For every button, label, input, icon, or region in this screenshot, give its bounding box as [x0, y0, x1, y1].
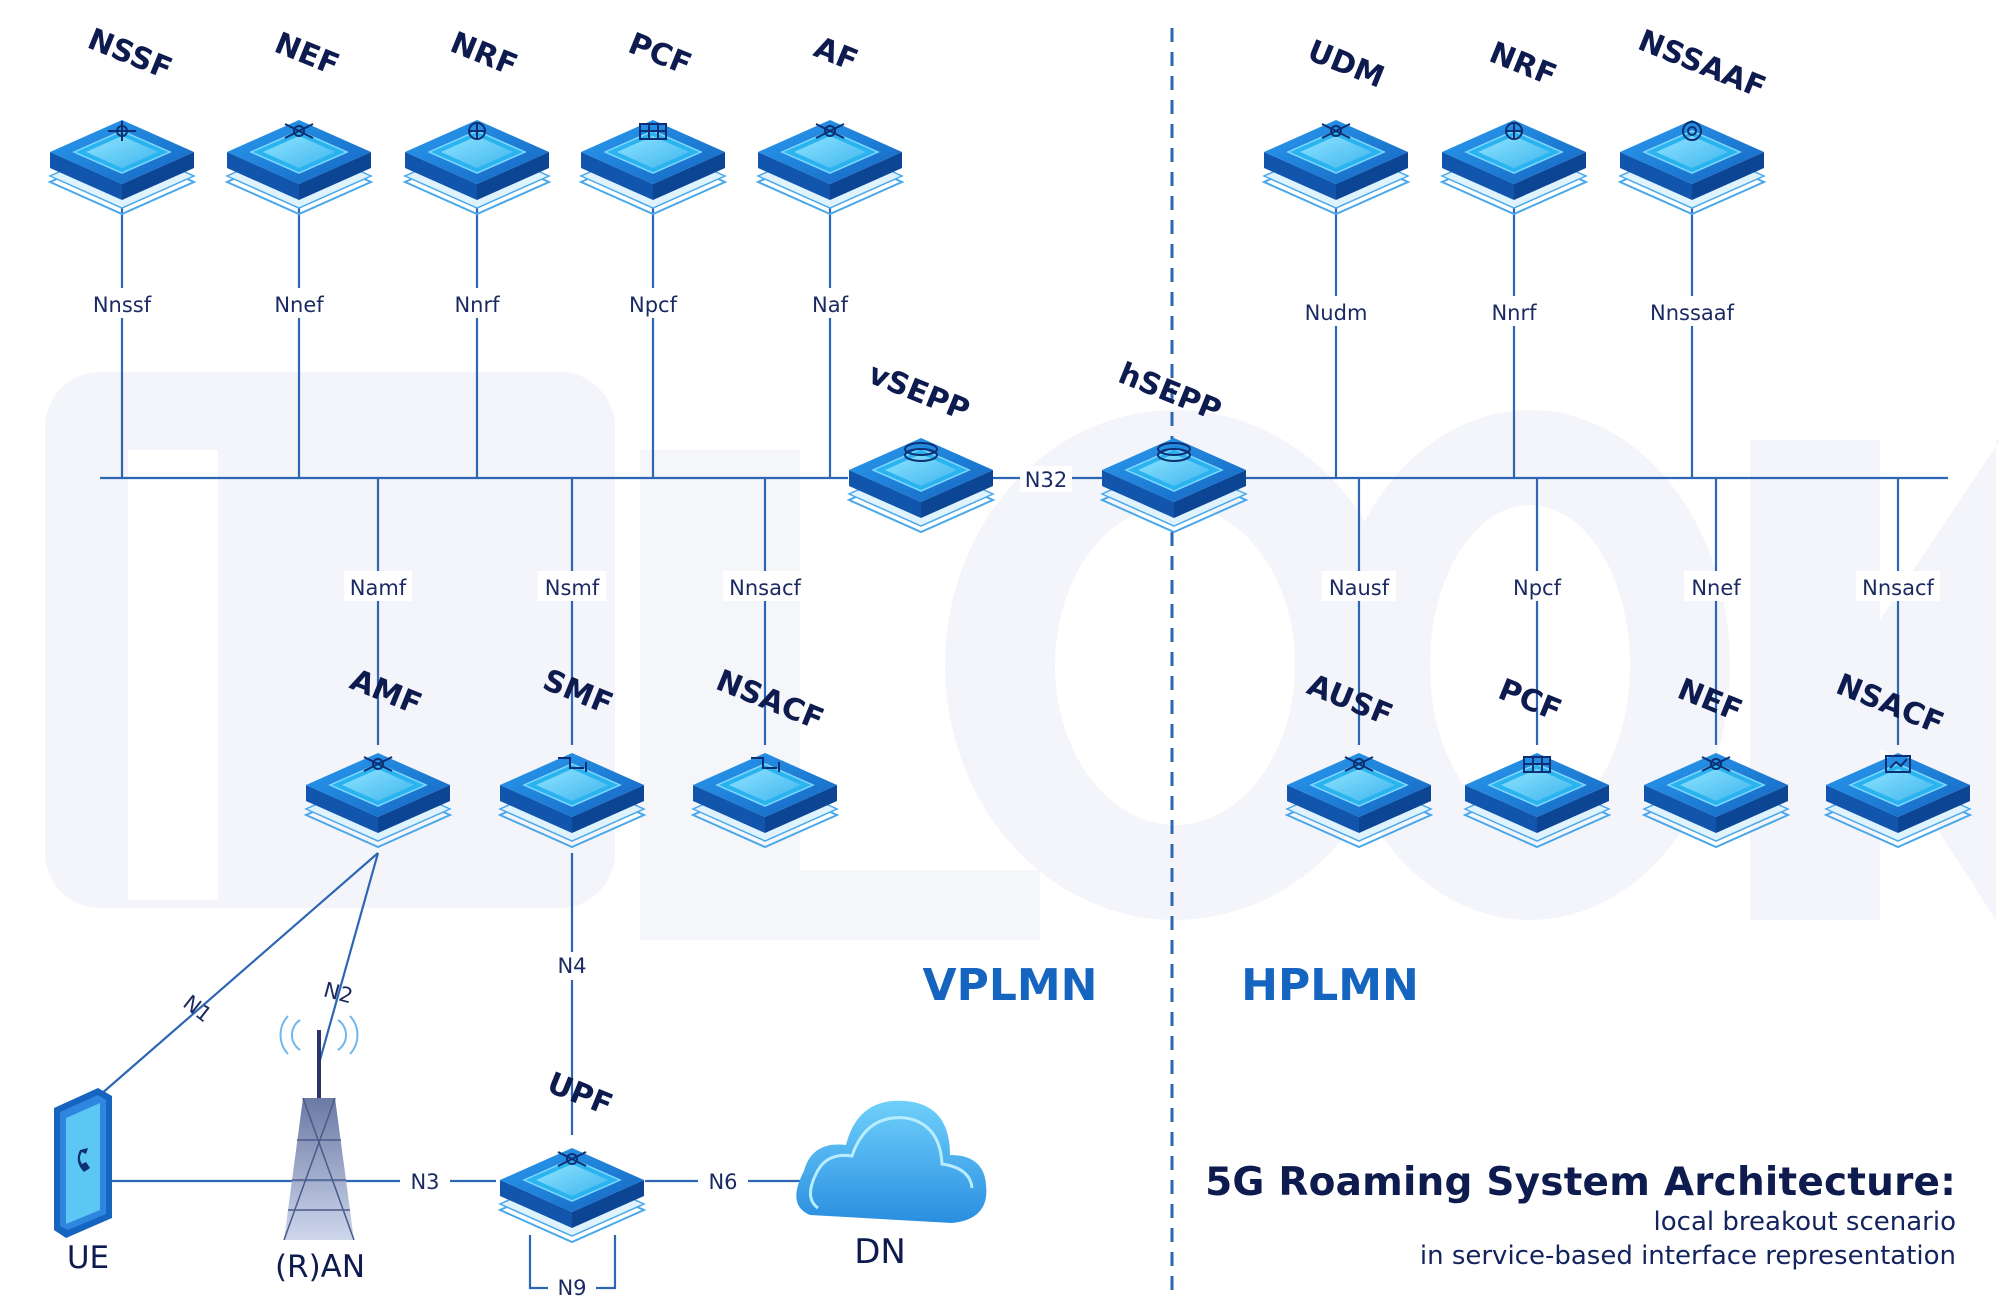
ran-tower-icon[interactable]	[279, 1015, 359, 1241]
globe-icon	[468, 122, 486, 140]
node-vsepp-label: vSEPP	[863, 356, 974, 428]
ue-phone-icon[interactable]	[54, 1088, 112, 1238]
vsepp-chip[interactable]	[848, 437, 994, 533]
interface-nnef-v: Nnef	[274, 293, 324, 317]
nodes-icon	[1344, 756, 1374, 772]
interface-n32: N32	[1025, 468, 1067, 492]
interface-nnrf-h: Nnrf	[1491, 301, 1537, 325]
upf-chip[interactable]	[499, 1147, 645, 1243]
node-nef-v-label: NEF	[270, 26, 344, 83]
node-udm-label: UDM	[1303, 33, 1389, 95]
node-nrf-h-label: NRF	[1484, 35, 1561, 93]
node-nrf-v-label: NRF	[445, 25, 522, 83]
interface-nnssaaf: Nnssaaf	[1650, 301, 1735, 325]
chip-glyphs	[108, 121, 1911, 1167]
flow-icon	[751, 757, 780, 772]
interface-n9: N9	[557, 1276, 586, 1300]
interface-nnsacf-v: Nnsacf	[729, 576, 801, 600]
chart-icon	[1885, 755, 1911, 773]
coins-icon	[904, 442, 938, 462]
grid-icon	[1523, 756, 1551, 773]
nodes-icon	[108, 121, 136, 141]
ran-label: (R)AN	[275, 1249, 365, 1285]
grid-icon	[639, 123, 667, 140]
interface-namf: Namf	[350, 576, 407, 600]
globe-icon	[1505, 122, 1523, 140]
interface-npcf-v: Npcf	[629, 293, 678, 317]
nodes-icon	[363, 756, 393, 772]
region-hplmn-label: HPLMN	[1241, 960, 1419, 1011]
dn-label: DN	[854, 1232, 906, 1272]
interface-nudm: Nudm	[1305, 301, 1368, 325]
coins-icon	[1157, 442, 1191, 462]
watermark-logo	[45, 372, 2000, 940]
nodes-icon	[815, 123, 845, 139]
ring-icon	[1682, 121, 1702, 141]
interface-nsmf: Nsmf	[545, 576, 600, 600]
nodes-icon	[557, 1151, 587, 1167]
nodes-icon	[284, 123, 314, 139]
pcf-v-chip[interactable]	[580, 119, 726, 215]
interface-naf: Naf	[812, 293, 849, 317]
flow-icon	[558, 757, 587, 772]
interface-n4: N4	[557, 954, 586, 978]
interface-n6: N6	[708, 1170, 737, 1194]
udm-chip[interactable]	[1263, 119, 1409, 215]
nef-v-chip[interactable]	[226, 119, 372, 215]
node-pcf-v-label: PCF	[623, 26, 696, 83]
nodes-icon	[1321, 123, 1351, 139]
dn-cloud-icon[interactable]	[796, 1100, 987, 1223]
nodes-icon	[1701, 756, 1731, 772]
node-af-label: AF	[809, 30, 863, 79]
title-subtitle-2: in service-based interface representatio…	[1419, 1241, 1956, 1271]
interface-n3: N3	[410, 1170, 439, 1194]
interface-nnef-h: Nnef	[1691, 576, 1741, 600]
af-chip[interactable]	[757, 119, 903, 215]
interface-npcf-h: Npcf	[1513, 576, 1562, 600]
title-main: 5G Roaming System Architecture:	[1205, 1160, 1956, 1205]
node-nssaaf-label: NSSAAF	[1633, 23, 1770, 106]
interface-nnssf: Nnssf	[93, 293, 152, 317]
node-nssf-label: NSSF	[83, 22, 177, 87]
interface-n2: N2	[321, 978, 355, 1009]
ue-label: UE	[67, 1240, 109, 1276]
region-vplmn-label: VPLMN	[923, 960, 1098, 1011]
title-subtitle-1: local breakout scenario	[1653, 1207, 1956, 1237]
interface-nnrf-v: Nnrf	[454, 293, 500, 317]
interface-nnsacf-h: Nnsacf	[1862, 576, 1934, 600]
diagram-title: 5G Roaming System Architecture: local br…	[1205, 1160, 1956, 1273]
interface-nausf: Nausf	[1329, 576, 1390, 600]
node-upf-label: UPF	[542, 1066, 617, 1123]
